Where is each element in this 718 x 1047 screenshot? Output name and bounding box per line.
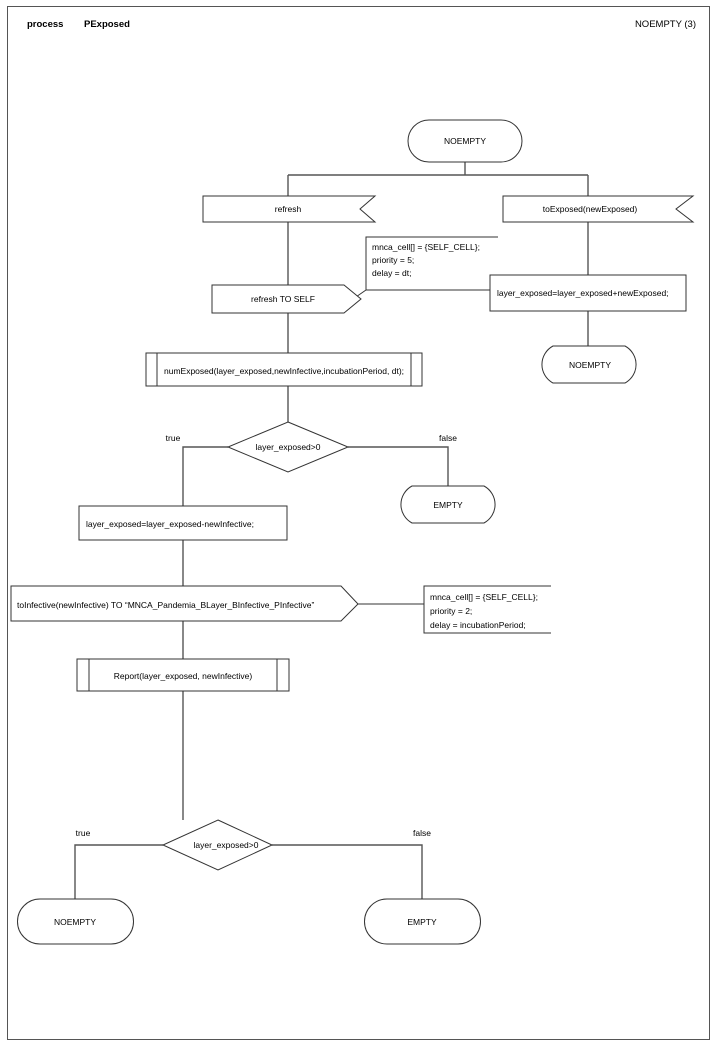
edges-group (74, 162, 589, 899)
decision-top-label: layer_exposed>0 (256, 442, 321, 452)
node-decision-bottom[interactable]: layer_exposed>0 true false (76, 819, 432, 871)
state-start-label: NOEMPTY (444, 136, 486, 146)
state-noempty-bottom-label: NOEMPTY (54, 917, 96, 927)
task-add-exposed-label: layer_exposed=layer_exposed+newExposed; (497, 288, 669, 298)
node-comment-toinfective: mnca_cell[] = {SELF_CELL}; priority = 2;… (423, 585, 551, 634)
node-decision-top[interactable]: layer_exposed>0 true false (166, 421, 458, 473)
task-sub-infective-label: layer_exposed=layer_exposed-newInfective… (86, 519, 254, 529)
comment-refresh-line-2: priority = 5; (372, 255, 414, 265)
node-input-refresh[interactable]: refresh (202, 195, 377, 223)
decision-bottom-true-label: true (76, 828, 91, 838)
decision-bottom-label: layer_exposed>0 (194, 840, 259, 850)
node-call-numexposed[interactable]: numExposed(layer_exposed,newInfective,in… (145, 352, 423, 387)
decision-top-true-label: true (166, 433, 181, 443)
task-shape (489, 274, 687, 312)
node-output-refresh-self[interactable]: refresh TO SELF (211, 284, 362, 314)
node-state-empty-top[interactable]: EMPTY (400, 485, 496, 524)
edge-decision-bottom-true (74, 844, 163, 899)
node-state-start[interactable]: NOEMPTY (407, 119, 523, 163)
header-process-name: PExposed (84, 19, 130, 30)
decision-shape (161, 819, 274, 871)
edge-decision-true (182, 446, 228, 506)
state-empty-bottom-label: EMPTY (407, 917, 437, 927)
output-refresh-self-label: refresh TO SELF (251, 294, 315, 304)
input-refresh-label: refresh (275, 204, 302, 214)
decision-top-false-label: false (439, 433, 457, 443)
node-state-noempty-right[interactable]: NOEMPTY (541, 345, 637, 384)
call-report-label: Report(layer_exposed, newInfective) (114, 671, 253, 681)
state-empty-top-label: EMPTY (433, 500, 463, 510)
input-signal-shape (202, 195, 377, 223)
comment-refresh-line-1: mnca_cell[] = {SELF_CELL}; (372, 242, 480, 252)
comment-toinfective-line-1: mnca_cell[] = {SELF_CELL}; (430, 592, 538, 602)
input-toexposed-label: toExposed(newExposed) (543, 204, 638, 214)
comment-bracket-shape (423, 585, 551, 634)
node-input-toexposed[interactable]: toExposed(newExposed) (502, 195, 695, 223)
edge-decision-bottom-false (272, 844, 423, 899)
node-task-add-exposed[interactable]: layer_exposed=layer_exposed+newExposed; (489, 274, 687, 312)
node-output-toinfective[interactable]: toInfective(newInfective) TO “MNCA_Pande… (10, 585, 359, 622)
call-numexposed-label: numExposed(layer_exposed,newInfective,in… (164, 366, 404, 376)
comment-toinfective-line-2: priority = 2; (430, 606, 472, 616)
node-comment-refresh: mnca_cell[] = {SELF_CELL}; priority = 5;… (365, 236, 498, 291)
state-shape (364, 898, 481, 945)
header-kind-label: process (27, 19, 64, 30)
output-signal-shape (10, 585, 359, 622)
decision-bottom-false-label: false (413, 828, 431, 838)
node-call-report[interactable]: Report(layer_exposed, newInfective) (76, 658, 290, 692)
comment-toinfective-line-3: delay = incubationPeriod; (430, 620, 526, 630)
node-task-sub-infective[interactable]: layer_exposed=layer_exposed-newInfective… (78, 505, 288, 541)
comment-bracket-shape (365, 236, 498, 291)
header-state-ref: NOEMPTY (3) (634, 19, 696, 30)
output-signal-shape (211, 284, 362, 314)
state-shape (400, 485, 496, 524)
state-shape (541, 345, 637, 384)
state-shape (407, 119, 523, 163)
procedure-call-shape (76, 658, 290, 692)
decision-shape (226, 421, 350, 473)
task-shape (78, 505, 288, 541)
procedure-call-shape (145, 352, 423, 387)
node-state-noempty-bottom[interactable]: NOEMPTY (17, 898, 134, 945)
state-noempty-right-label: NOEMPTY (569, 360, 611, 370)
input-signal-shape (502, 195, 695, 223)
comment-refresh-line-3: delay = dt; (372, 268, 411, 278)
state-shape (17, 898, 134, 945)
edge-decision-false (348, 446, 449, 486)
output-toinfective-label: toInfective(newInfective) TO “MNCA_Pande… (17, 600, 314, 610)
node-state-empty-bottom[interactable]: EMPTY (364, 898, 481, 945)
